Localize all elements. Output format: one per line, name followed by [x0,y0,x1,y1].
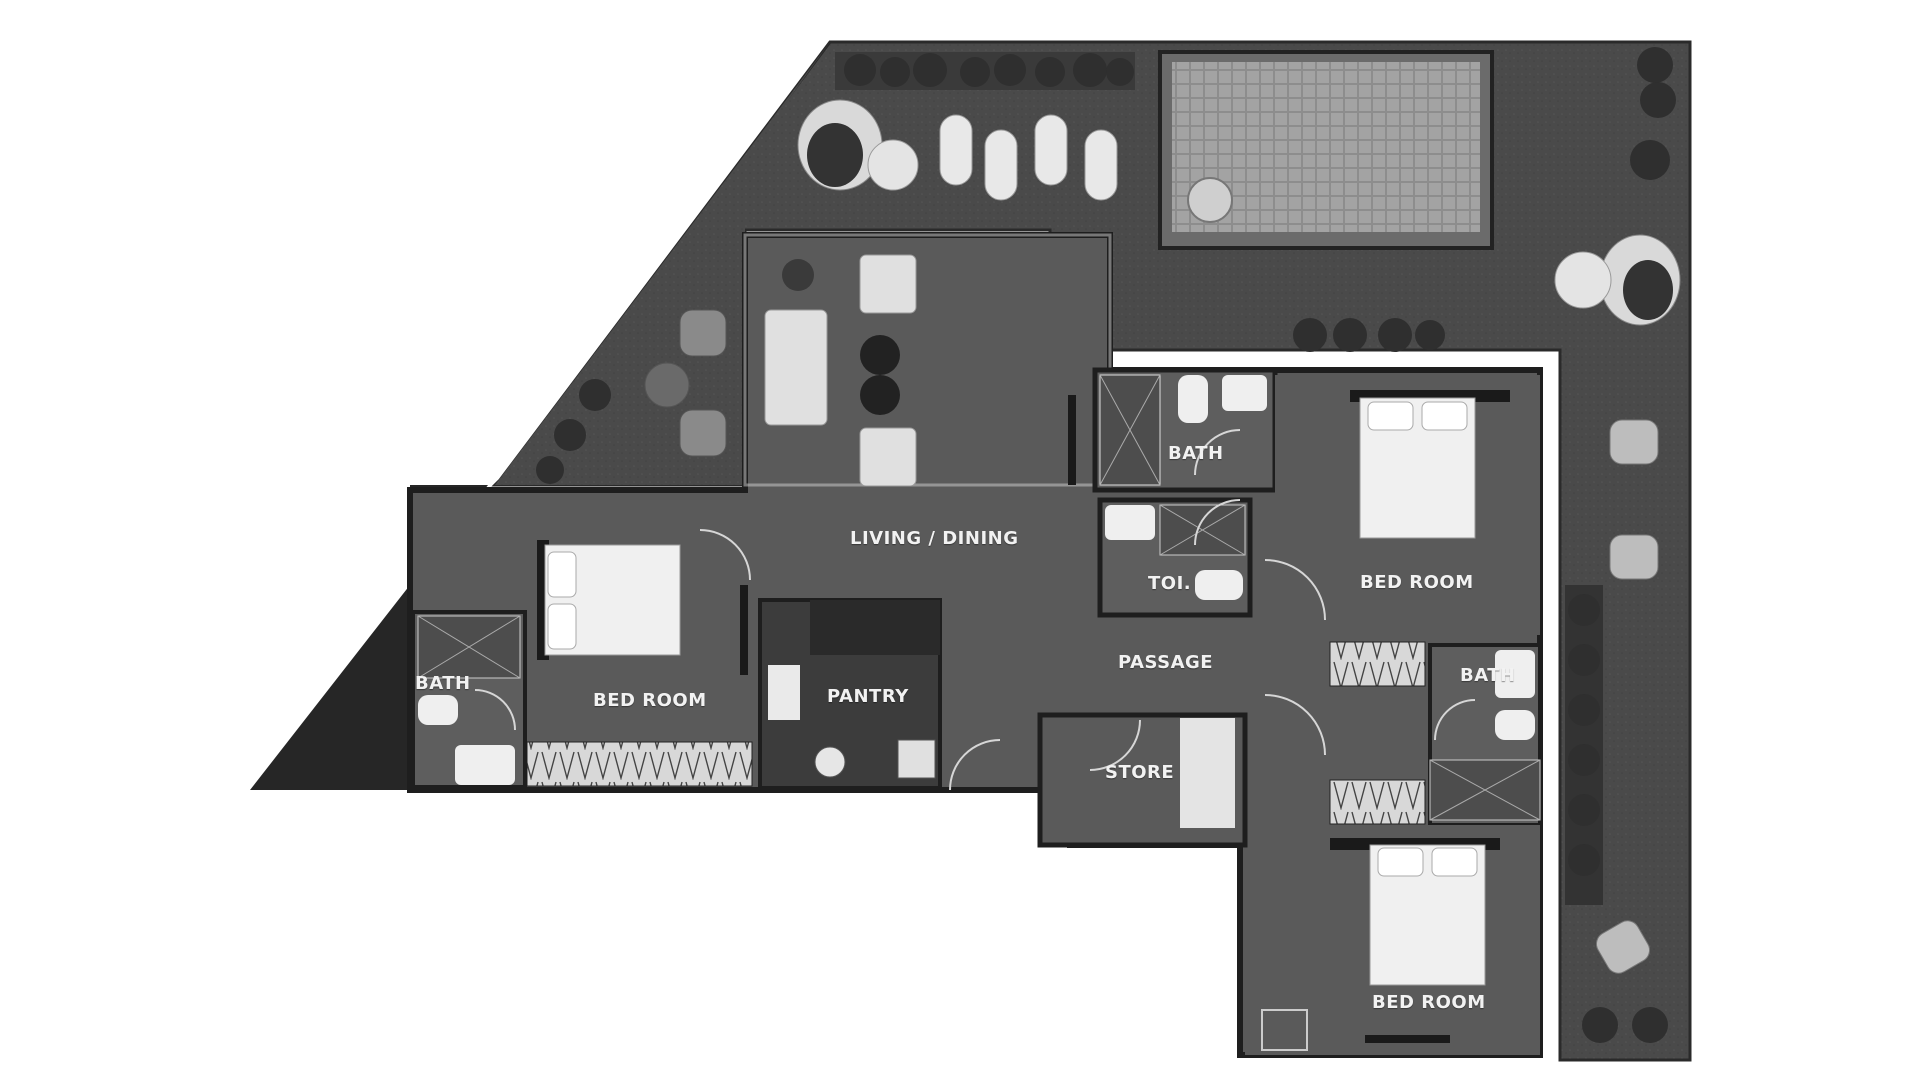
basin-east [1495,650,1535,698]
basin-west [455,745,515,785]
basin-north [1222,375,1267,411]
sliding-doors [740,395,1076,675]
label-pantry: PANTRY [827,686,909,707]
planter-north [835,52,1135,90]
wc-toi [1195,570,1243,600]
planter-ne [1293,318,1445,352]
label-living-dining: LIVING / DINING [850,528,1019,549]
planter-diagonal [536,379,611,484]
label-passage: PASSAGE [1118,652,1214,673]
east-chairs [1595,419,1659,974]
wardrobe-ne [1329,641,1426,687]
wc-north [1178,375,1208,423]
wc-west [418,695,458,725]
label-bath-east: BATH [1460,665,1516,686]
living-room-frame [743,233,1112,487]
label-bath-west: BATH [415,673,471,694]
oven [897,739,936,779]
lounge-set-nw [797,99,919,191]
label-toilet: TOI. [1148,573,1192,594]
fridge [768,665,800,720]
living-furniture [764,254,917,487]
wardrobe-se [1329,779,1426,825]
label-bath-north: BATH [1168,443,1224,464]
wc-east [1495,710,1535,740]
lounge-set-e [1554,234,1681,326]
hob [814,746,846,778]
stepping-pads [939,114,1118,201]
pool-ball [1187,177,1233,223]
store-cabinet [1180,718,1235,828]
label-bed-room-northeast: BED ROOM [1360,572,1474,593]
wardrobe-w [526,741,753,787]
terrace-chairs-west [644,309,727,457]
basin-toi [1105,505,1155,540]
door-swings [474,429,1476,791]
planter-east [1565,47,1676,1043]
tv-se [1365,1035,1450,1043]
pantry-island [810,600,940,655]
label-bed-room-southeast: BED ROOM [1372,992,1486,1013]
label-bed-room-west: BED ROOM [593,690,707,711]
label-store: STORE [1105,762,1175,783]
terrace-diagonal [495,42,830,485]
shopping-bag-icon [1261,1009,1308,1051]
